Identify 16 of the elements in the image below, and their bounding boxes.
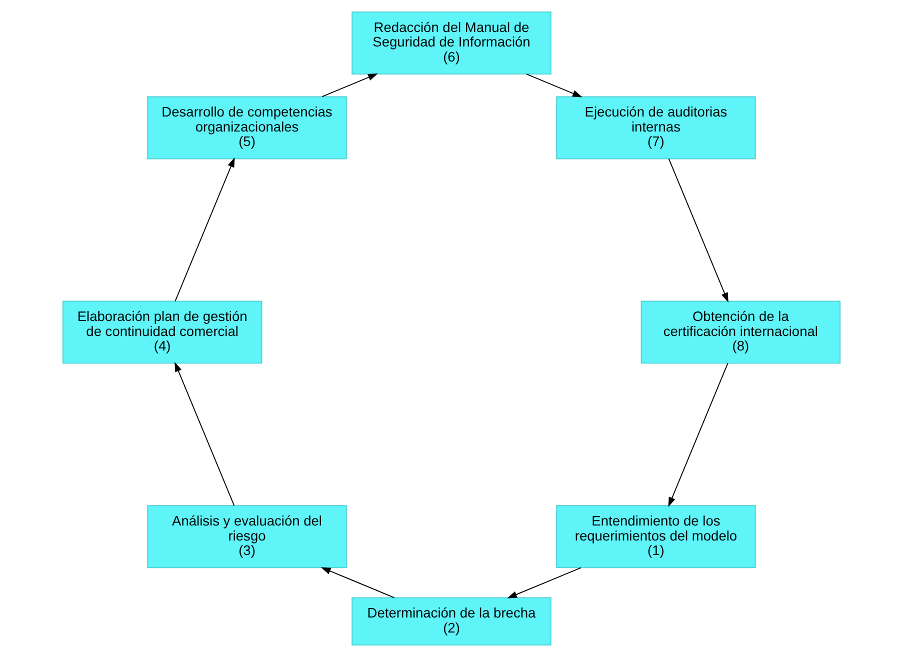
node-box: Análisis y evaluación del riesgo (3) — [146, 505, 346, 568]
arrow — [174, 157, 234, 302]
arrow — [321, 74, 378, 98]
node-box: Ejecución de auditorias internas (7) — [556, 96, 756, 160]
node-box: Obtención de la certificación internacional (8) — [640, 300, 840, 364]
node-box: Desarrollo de competencias organizacionales (5) — [146, 96, 346, 160]
arrow — [320, 567, 394, 598]
arrow — [668, 362, 728, 508]
arrow — [174, 362, 234, 506]
arrow — [525, 74, 582, 98]
node-box: Redacción del Manual de Seguridad de Información (6) — [351, 12, 551, 74]
arrow — [668, 158, 728, 303]
node-box: Determinación de la brecha (2) — [351, 597, 551, 646]
node-box: Entendimiento de los requerimientos del modelo (1) — [556, 505, 756, 568]
arrow — [506, 567, 581, 598]
node-box: Elaboración plan de gestión de continuidad comercial (4) — [62, 300, 262, 364]
